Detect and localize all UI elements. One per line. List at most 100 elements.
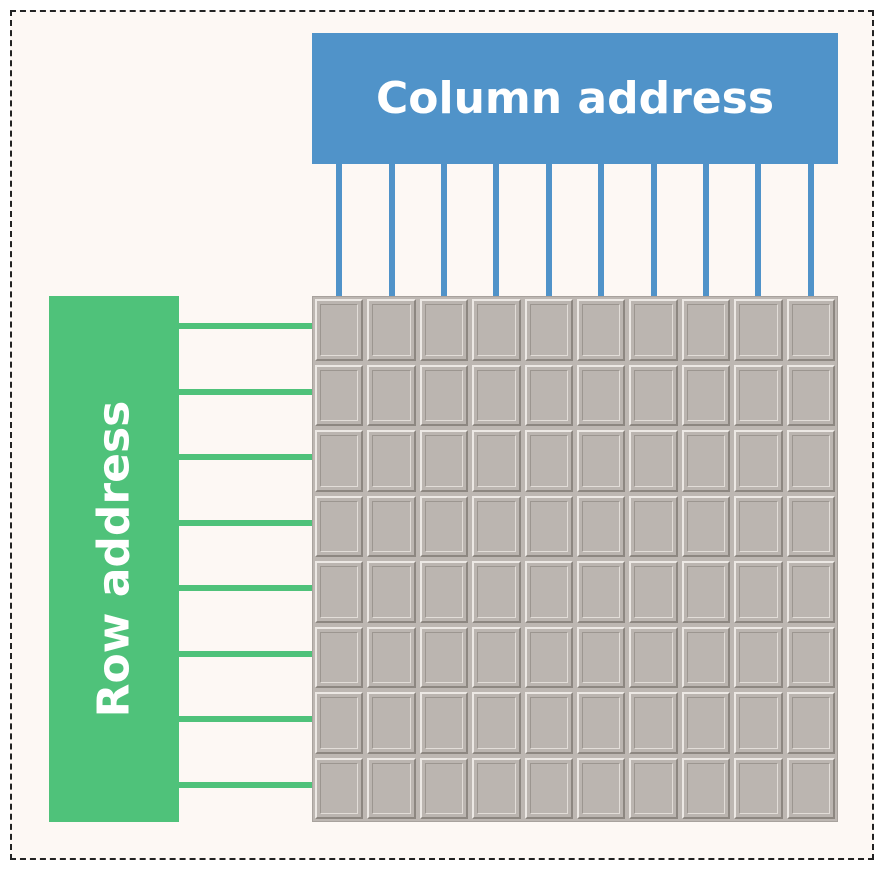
memory-cell-array [312,296,838,822]
column-address-line [545,164,552,306]
row-address-label: Row address [88,400,140,718]
column-address-line [598,164,605,306]
memory-cell [577,364,626,426]
row-address-line [179,585,322,592]
memory-cell [367,299,416,361]
memory-cell [786,364,835,426]
memory-cell [524,757,573,819]
memory-cell [577,495,626,557]
column-address-line [336,164,343,306]
column-address-line [388,164,395,306]
memory-cell [367,430,416,492]
row-address-line [179,781,322,788]
memory-cell [419,692,469,754]
column-address-label: Column address [375,73,775,124]
memory-cell [734,626,783,688]
memory-cell [472,561,521,623]
memory-cell [577,757,626,819]
memory-cell [419,561,469,623]
memory-cell [315,561,364,623]
memory-cell [472,364,521,426]
memory-cell [367,757,416,819]
memory-cell [472,299,521,361]
memory-cell [367,364,416,426]
row-address-line [179,716,322,723]
memory-cell [734,430,783,492]
memory-cell [629,364,678,426]
memory-cell [577,430,626,492]
memory-cell [577,692,626,754]
memory-cell [681,757,731,819]
memory-cell [524,561,573,623]
memory-cell [315,626,364,688]
memory-cell [367,495,416,557]
memory-cell [472,692,521,754]
memory-cell [786,626,835,688]
memory-cell [629,561,678,623]
memory-cell [629,626,678,688]
column-address-line [703,164,709,306]
memory-cell [577,626,626,688]
memory-cell [315,692,364,754]
memory-cell [734,757,783,819]
row-address-line [179,519,322,526]
memory-cell [786,299,835,361]
memory-cell [629,430,678,492]
row-address-line [179,388,322,395]
memory-cell [681,495,731,557]
memory-cell [629,692,678,754]
memory-cell [629,495,678,557]
memory-cell [681,626,731,688]
memory-cell [367,692,416,754]
memory-cell [315,299,364,361]
memory-cell [734,561,783,623]
memory-cell [419,495,469,557]
memory-cell [315,757,364,819]
memory-cell [681,299,731,361]
row-address-line [179,650,322,657]
column-address-line [807,164,814,306]
memory-cell [681,430,731,492]
column-address-line [441,164,447,306]
column-address-block: Column address [312,33,838,164]
memory-cell [315,430,364,492]
memory-cell [629,757,678,819]
column-address-line [755,164,762,306]
memory-cell [315,495,364,557]
memory-cell [786,757,835,819]
memory-cell [524,430,573,492]
memory-cell [524,692,573,754]
memory-cell [472,430,521,492]
memory-cell [577,299,626,361]
memory-cell [734,299,783,361]
memory-cell [786,495,835,557]
memory-cell [419,626,469,688]
memory-cell [367,561,416,623]
row-address-line [179,323,322,330]
row-address-line [179,454,322,461]
memory-cell [524,626,573,688]
memory-cell [419,364,469,426]
memory-cell [577,561,626,623]
memory-cell [315,364,364,426]
memory-cell [367,626,416,688]
memory-cell [734,364,783,426]
memory-cell [524,299,573,361]
memory-cell [734,495,783,557]
column-address-line [493,164,500,306]
memory-cell [734,692,783,754]
memory-cell [786,561,835,623]
memory-cell [472,495,521,557]
memory-cell [524,364,573,426]
memory-cell [419,757,469,819]
memory-cell [472,757,521,819]
memory-cell [786,430,835,492]
row-address-block: Row address [49,296,179,822]
memory-cell [419,430,469,492]
memory-cell [681,364,731,426]
memory-cell [419,299,469,361]
memory-cell [524,495,573,557]
memory-cell [681,692,731,754]
memory-cell [786,692,835,754]
memory-cell [472,626,521,688]
